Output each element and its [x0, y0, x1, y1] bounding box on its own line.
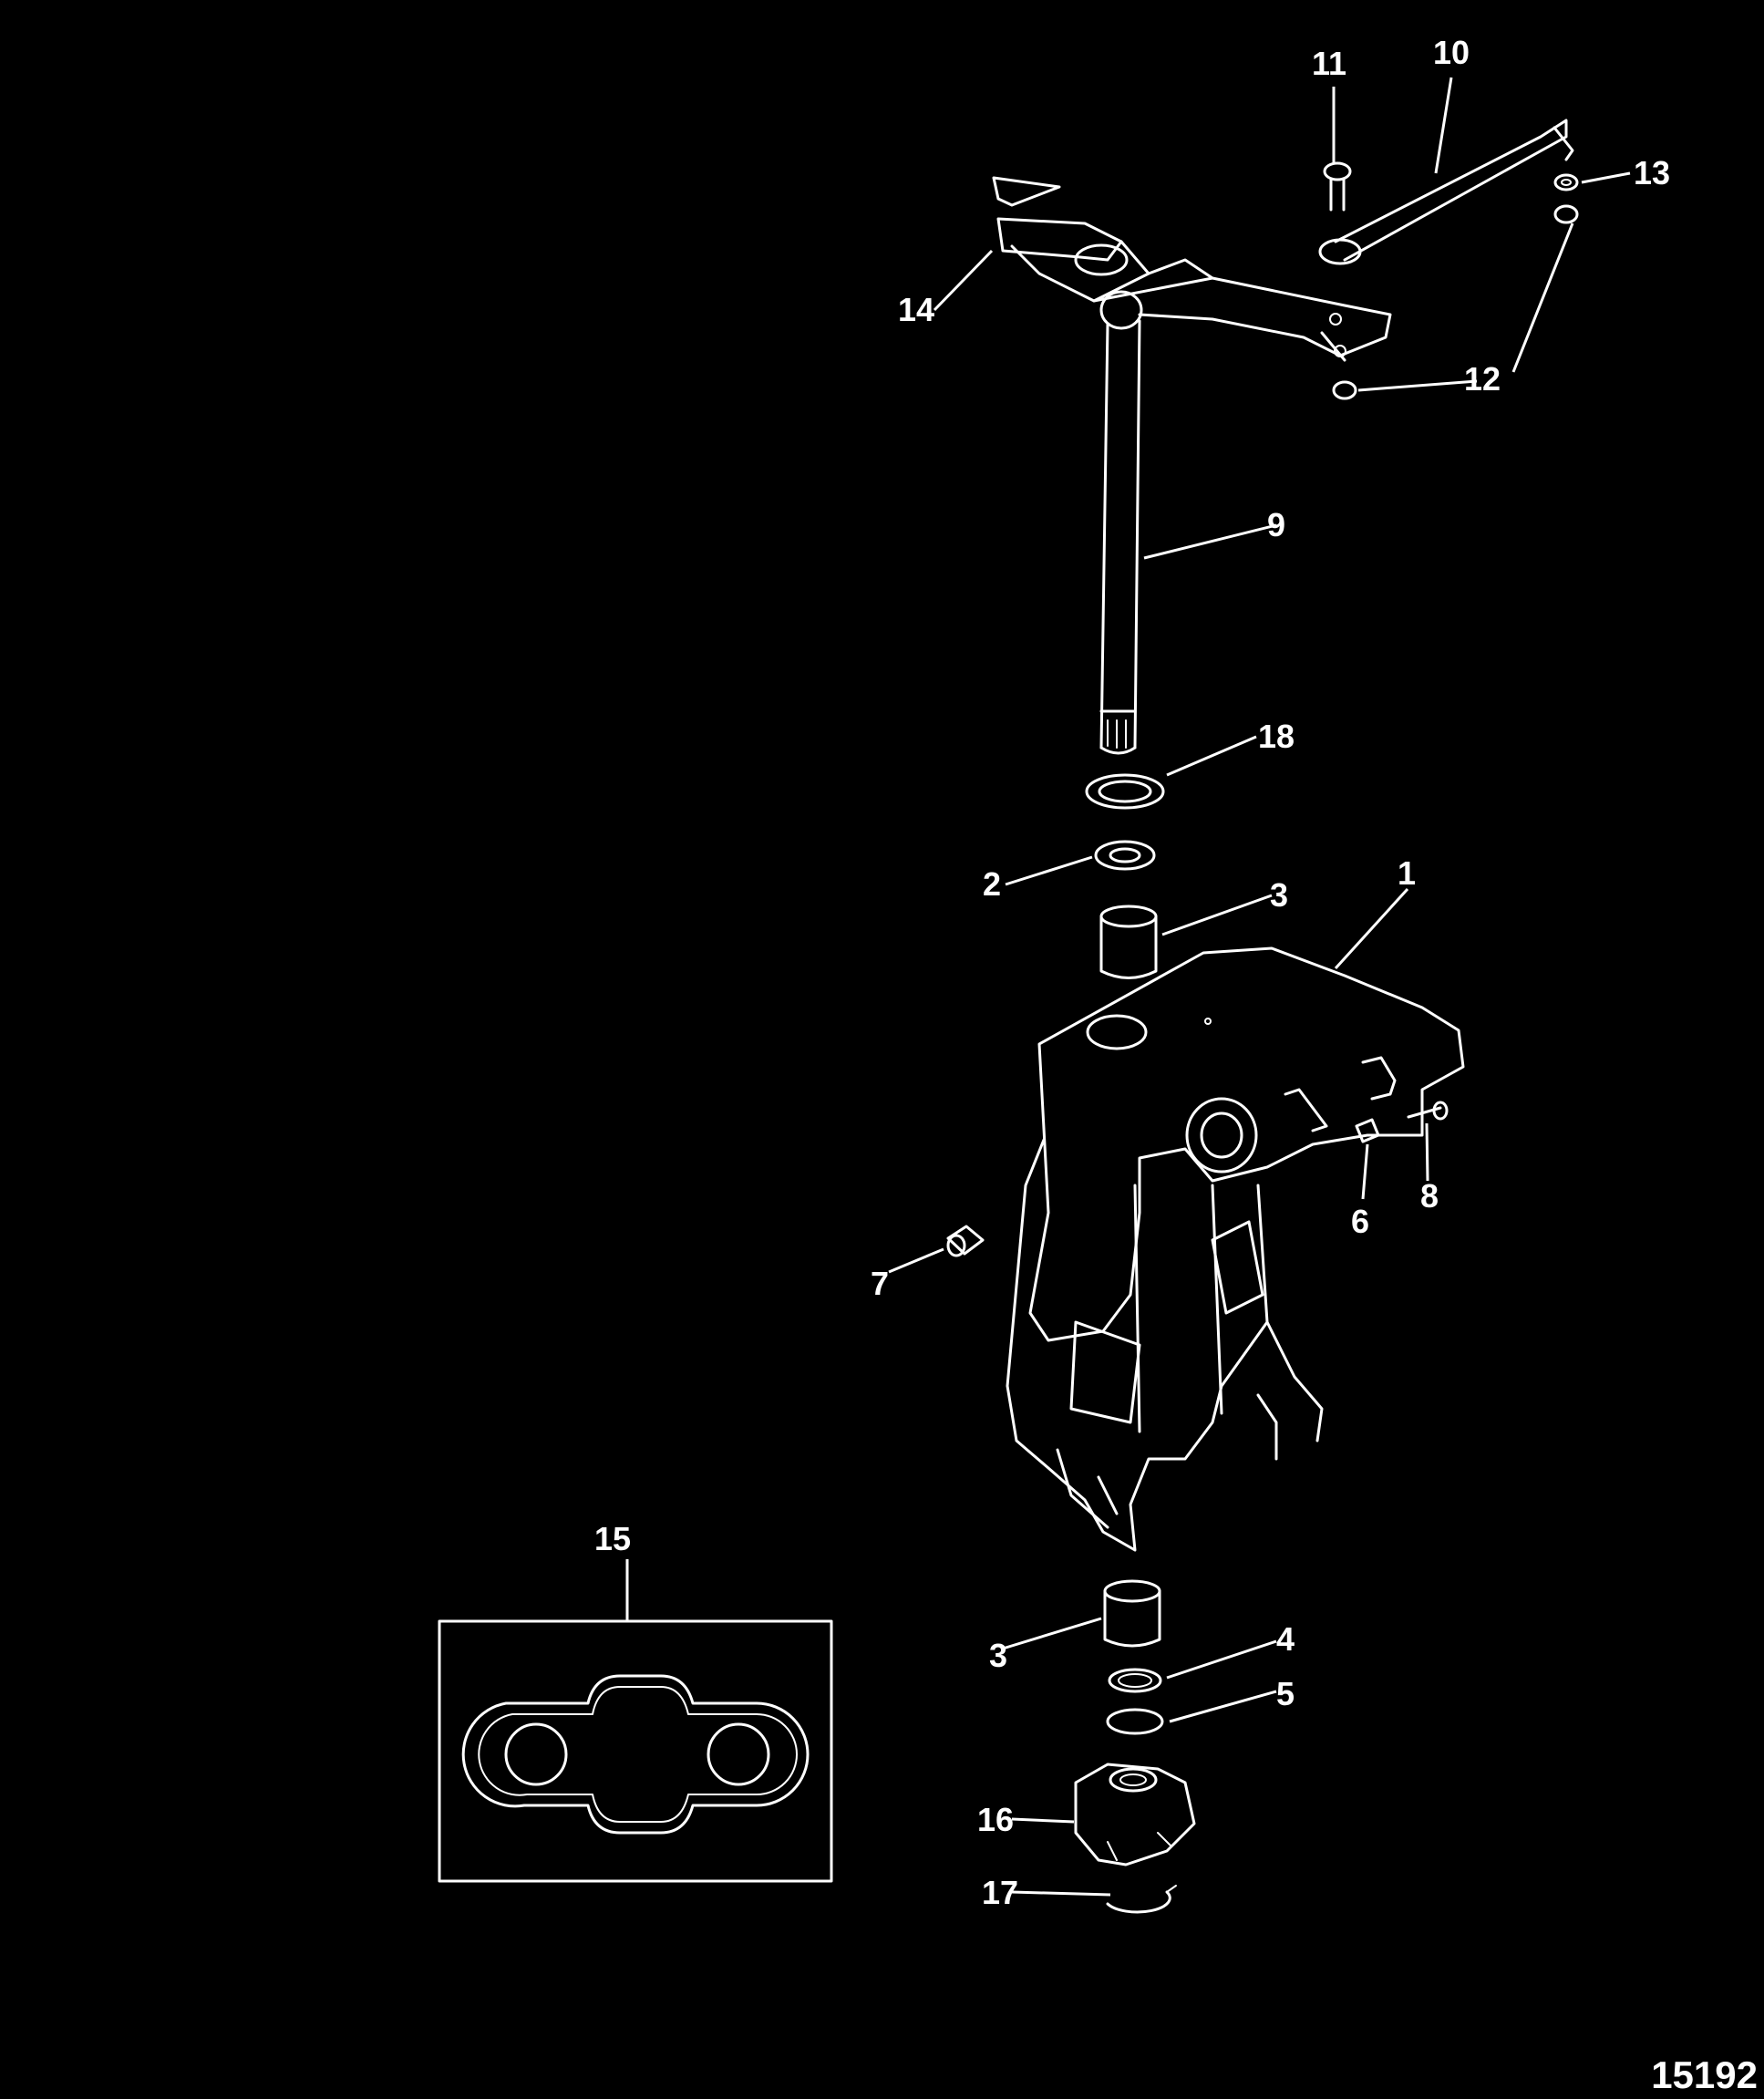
screw: [1407, 1101, 1449, 1121]
callout-16: 16: [977, 1801, 1014, 1838]
callout-9: 9: [1267, 506, 1285, 543]
bolt: [1323, 161, 1352, 212]
steering-arm: [992, 176, 1392, 362]
link-rod: [1318, 119, 1574, 265]
gasket-detail-box: [438, 1619, 833, 1883]
washer: [1553, 173, 1579, 191]
callout-8: 8: [1420, 1177, 1439, 1215]
washer-lower: [1108, 1668, 1162, 1693]
callout-1: 1: [1398, 854, 1416, 892]
steering-tube: [1099, 319, 1141, 755]
callout-4: 4: [1276, 1620, 1295, 1658]
callout-6: 6: [1351, 1203, 1369, 1240]
callout-10: 10: [1433, 34, 1470, 71]
retaining-ring: [1106, 1885, 1177, 1914]
callout-3-lower: 3: [989, 1637, 1007, 1674]
nut-lower: [1332, 380, 1357, 400]
callout-15: 15: [594, 1520, 631, 1557]
callout-3-upper: 3: [1270, 876, 1288, 914]
leader-lines: [625, 77, 1631, 1897]
callout-14: 14: [898, 291, 934, 328]
callout-2: 2: [983, 865, 1001, 903]
ring-upper: [1085, 773, 1165, 810]
plug: [946, 1225, 985, 1257]
lower-yoke: [1074, 1763, 1196, 1866]
callout-13: 13: [1634, 154, 1670, 191]
callout-labels: 11 10 13 14 12 9 18 2 3 1 6 8 7 15 3 4 5…: [594, 34, 1670, 1911]
callout-11: 11: [1312, 45, 1346, 82]
callout-18: 18: [1258, 718, 1295, 755]
figure-number: 15192: [1651, 2053, 1758, 2096]
wave-washer: [1106, 1708, 1164, 1735]
swivel-bracket: [1006, 946, 1465, 1552]
callout-17: 17: [982, 1874, 1018, 1911]
callout-12: 12: [1464, 360, 1501, 398]
nut-upper: [1553, 204, 1579, 224]
bushing-lower: [1103, 1579, 1161, 1648]
callout-5: 5: [1276, 1675, 1295, 1712]
callout-7: 7: [871, 1265, 889, 1302]
seal: [1094, 840, 1156, 871]
bushing-upper: [1099, 905, 1158, 979]
grease-fitting: [1355, 1118, 1380, 1143]
